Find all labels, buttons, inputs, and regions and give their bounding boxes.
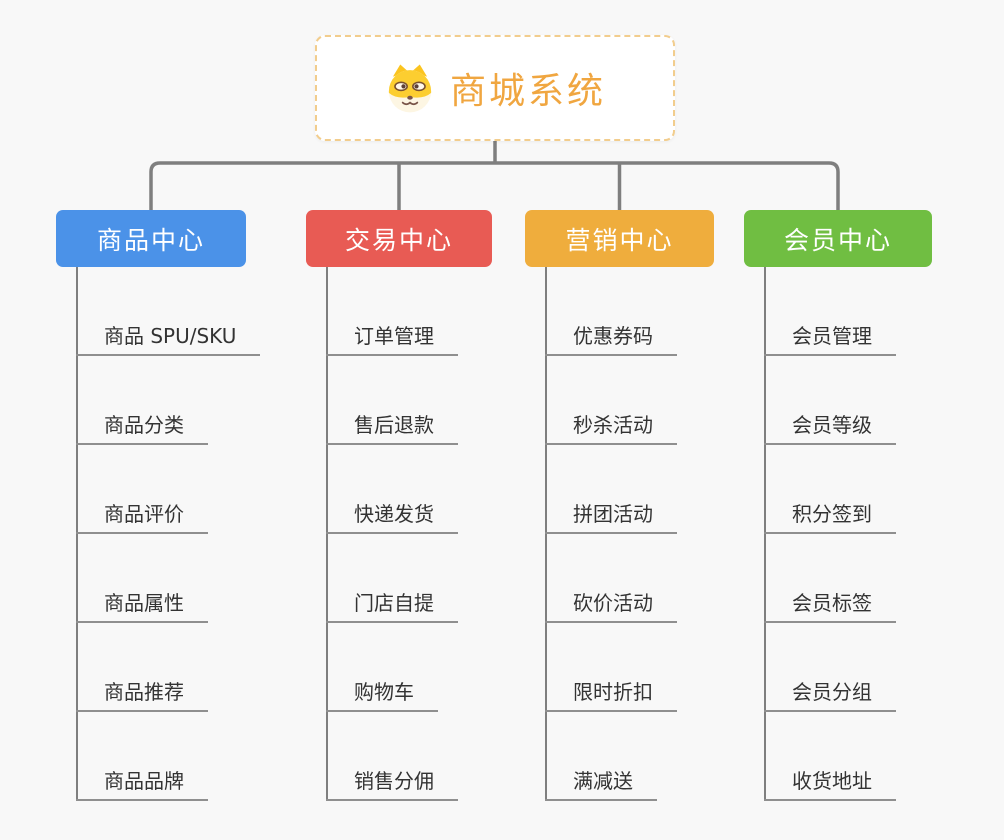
leaf-node[interactable]: 售后退款 — [326, 356, 458, 445]
leaf-node[interactable]: 商品评价 — [76, 445, 208, 534]
branch-header-member-center[interactable]: 会员中心 — [744, 210, 932, 267]
branch-label: 会员中心 — [783, 225, 892, 255]
leaf-label: 会员管理 — [792, 324, 872, 348]
leaf-node[interactable]: 会员管理 — [764, 267, 896, 356]
leaf-label: 限时折扣 — [573, 680, 653, 704]
leaf-label: 商品评价 — [104, 502, 184, 526]
shiba-dog-icon — [388, 64, 432, 113]
leaf-node[interactable]: 购物车 — [326, 623, 438, 712]
leaf-node[interactable]: 秒杀活动 — [545, 356, 677, 445]
leaf-label: 积分签到 — [792, 502, 872, 526]
leaf-label: 拼团活动 — [573, 502, 653, 526]
leaf-label: 优惠券码 — [573, 324, 653, 348]
leaf-label: 销售分佣 — [354, 769, 434, 793]
leaf-label: 商品推荐 — [104, 680, 184, 704]
leaf-label: 砍价活动 — [573, 591, 653, 615]
leaf-node[interactable]: 销售分佣 — [326, 712, 458, 801]
leaf-node[interactable]: 砍价活动 — [545, 534, 677, 623]
leaf-list: 订单管理售后退款快递发货门店自提购物车销售分佣 — [306, 267, 492, 801]
root-node[interactable]: 商城系统 — [315, 35, 675, 141]
branch-header-product-center[interactable]: 商品中心 — [56, 210, 246, 267]
leaf-label: 秒杀活动 — [573, 413, 653, 437]
leaf-list: 会员管理会员等级积分签到会员标签会员分组收货地址 — [744, 267, 932, 801]
branch-product-center: 商品中心商品 SPU/SKU 商品分类商品评价商品属性商品推荐商品品牌 — [56, 210, 261, 801]
branch-header-trade-center[interactable]: 交易中心 — [306, 210, 492, 267]
leaf-label: 商品 SPU/SKU — [104, 324, 237, 348]
leaf-label: 会员等级 — [792, 413, 872, 437]
leaf-node[interactable]: 快递发货 — [326, 445, 458, 534]
leaf-node[interactable]: 商品分类 — [76, 356, 208, 445]
leaf-label: 商品分类 — [104, 413, 184, 437]
leaf-node[interactable]: 限时折扣 — [545, 623, 677, 712]
branch-member-center: 会员中心会员管理会员等级积分签到会员标签会员分组收货地址 — [744, 210, 932, 801]
leaf-node[interactable]: 会员等级 — [764, 356, 896, 445]
branch-label: 交易中心 — [344, 225, 453, 255]
branch-marketing-center: 营销中心优惠券码秒杀活动拼团活动砍价活动限时折扣满减送 — [525, 210, 714, 801]
leaf-node[interactable]: 满减送 — [545, 712, 657, 801]
leaf-node[interactable]: 商品 SPU/SKU — [76, 267, 261, 356]
leaf-label: 会员标签 — [792, 591, 872, 615]
leaf-label: 门店自提 — [354, 591, 434, 615]
branch-label: 商品中心 — [96, 225, 205, 255]
leaf-node[interactable]: 会员标签 — [764, 534, 896, 623]
leaf-node[interactable]: 门店自提 — [326, 534, 458, 623]
leaf-label: 售后退款 — [354, 413, 434, 437]
branch-label: 营销中心 — [565, 225, 674, 255]
leaf-node[interactable]: 订单管理 — [326, 267, 458, 356]
leaf-node[interactable]: 会员分组 — [764, 623, 896, 712]
leaf-node[interactable]: 优惠券码 — [545, 267, 677, 356]
leaf-label: 订单管理 — [354, 324, 434, 348]
leaf-label: 购物车 — [354, 680, 414, 704]
leaf-label: 收货地址 — [792, 769, 872, 793]
leaf-node[interactable]: 商品属性 — [76, 534, 208, 623]
leaf-list: 商品 SPU/SKU 商品分类商品评价商品属性商品推荐商品品牌 — [56, 267, 261, 801]
leaf-node[interactable]: 商品推荐 — [76, 623, 208, 712]
leaf-label: 快递发货 — [354, 502, 434, 526]
branch-header-marketing-center[interactable]: 营销中心 — [525, 210, 714, 267]
leaf-node[interactable]: 商品品牌 — [76, 712, 208, 801]
branch-trade-center: 交易中心订单管理售后退款快递发货门店自提购物车销售分佣 — [306, 210, 492, 801]
leaf-node[interactable]: 拼团活动 — [545, 445, 677, 534]
leaf-label: 商品属性 — [104, 591, 184, 615]
leaf-node[interactable]: 积分签到 — [764, 445, 896, 534]
leaf-list: 优惠券码秒杀活动拼团活动砍价活动限时折扣满减送 — [525, 267, 714, 801]
leaf-node[interactable]: 收货地址 — [764, 712, 896, 801]
root-title: 商城系统 — [449, 71, 606, 112]
leaf-label: 会员分组 — [792, 680, 872, 704]
leaf-label: 商品品牌 — [104, 769, 184, 793]
leaf-label: 满减送 — [573, 769, 633, 793]
